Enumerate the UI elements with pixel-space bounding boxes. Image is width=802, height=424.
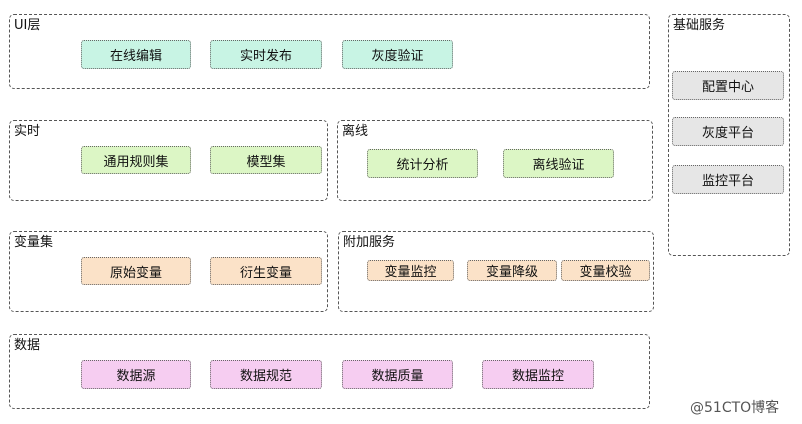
data-layer-title: 数据	[14, 338, 41, 353]
data-source-box[interactable]: 数据源	[81, 360, 191, 389]
addon-services-title: 附加服务	[343, 235, 396, 250]
online-edit-box[interactable]: 在线编辑	[81, 40, 191, 69]
addon-services-group: 附加服务 变量监控 变量降级 变量校验	[338, 231, 654, 312]
gray-platform-box[interactable]: 灰度平台	[672, 117, 784, 146]
variable-downgrade-box[interactable]: 变量降级	[467, 260, 557, 281]
variable-monitor-box[interactable]: 变量监控	[367, 260, 454, 281]
general-ruleset-box[interactable]: 通用规则集	[81, 146, 191, 174]
offline-title: 离线	[342, 124, 369, 139]
offline-verify-box[interactable]: 离线验证	[503, 149, 614, 178]
data-layer-group: 数据 数据源 数据规范 数据质量 数据监控	[9, 334, 650, 409]
model-set-box[interactable]: 模型集	[210, 146, 322, 174]
base-services-title: 基础服务	[673, 18, 726, 33]
monitor-platform-box[interactable]: 监控平台	[672, 165, 784, 194]
derived-variable-box[interactable]: 衍生变量	[210, 257, 322, 285]
variable-check-box[interactable]: 变量校验	[561, 260, 650, 281]
variable-set-title: 变量集	[14, 235, 54, 250]
watermark-text: @51CTO博客	[690, 400, 780, 416]
data-spec-box[interactable]: 数据规范	[210, 360, 322, 389]
variable-set-group: 变量集 原始变量 衍生变量	[9, 231, 328, 312]
ui-layer-group: UI层 在线编辑 实时发布 灰度验证	[9, 14, 650, 89]
statistical-analysis-box[interactable]: 统计分析	[367, 149, 478, 178]
config-center-box[interactable]: 配置中心	[672, 71, 784, 100]
base-services-group: 基础服务 配置中心 灰度平台 监控平台	[668, 14, 790, 256]
data-quality-box[interactable]: 数据质量	[342, 360, 453, 389]
realtime-publish-box[interactable]: 实时发布	[210, 40, 322, 69]
ui-layer-title: UI层	[14, 18, 41, 33]
realtime-title: 实时	[14, 124, 41, 139]
raw-variable-box[interactable]: 原始变量	[81, 257, 191, 285]
data-monitor-box[interactable]: 数据监控	[482, 360, 594, 389]
realtime-group: 实时 通用规则集 模型集	[9, 120, 328, 201]
offline-group: 离线 统计分析 离线验证	[337, 120, 653, 201]
gray-verify-box[interactable]: 灰度验证	[342, 40, 453, 69]
